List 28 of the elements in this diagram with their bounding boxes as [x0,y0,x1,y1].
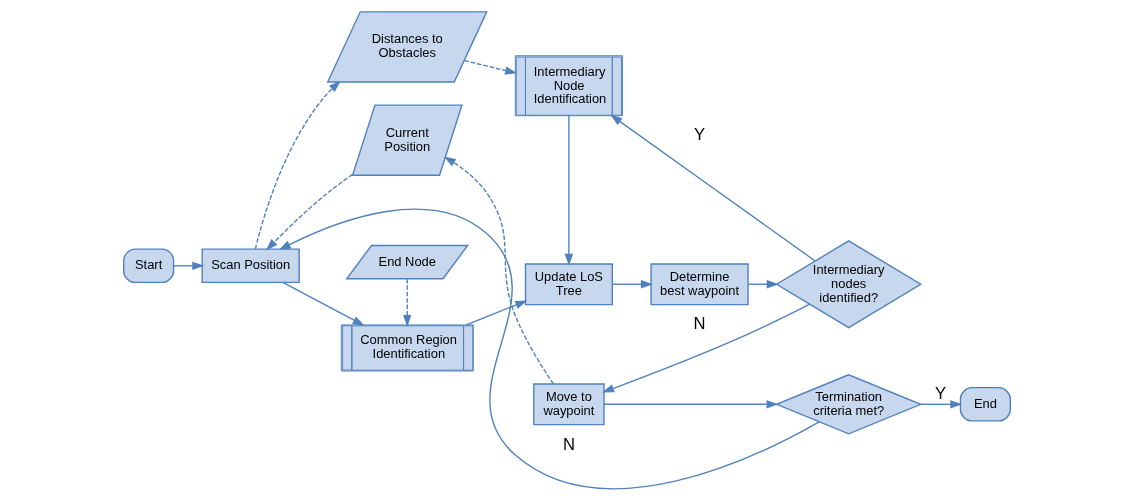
arrow [463,59,518,75]
edge-label: Y [935,384,947,404]
node-box: Start [123,248,175,284]
arrow [173,261,205,270]
arrow [602,303,811,393]
arrow [266,173,354,251]
arrow [747,280,779,289]
node-diamond: Termination criteria met? [774,374,923,435]
arrow [920,400,963,409]
arrow [611,280,653,289]
arrow [403,278,412,327]
edge-label: N [562,434,575,454]
node-box: Scan Position [201,248,300,284]
arrow [610,114,816,262]
arrow [465,300,528,326]
arrow [254,80,341,250]
edge-label: N [693,313,706,333]
node-box: Move to waypoint [533,383,605,426]
node-box: Update LoS Tree [524,263,613,306]
node-box: End [959,387,1011,422]
arrow [603,400,779,409]
arrow [282,281,365,326]
arrow [564,115,574,266]
node-box: Determine best waypoint [650,263,749,306]
arrow [278,208,820,490]
node-diamond: Intermediary nodes identified? [775,240,923,329]
arrow [443,156,554,385]
edge-label: Y [694,124,706,144]
